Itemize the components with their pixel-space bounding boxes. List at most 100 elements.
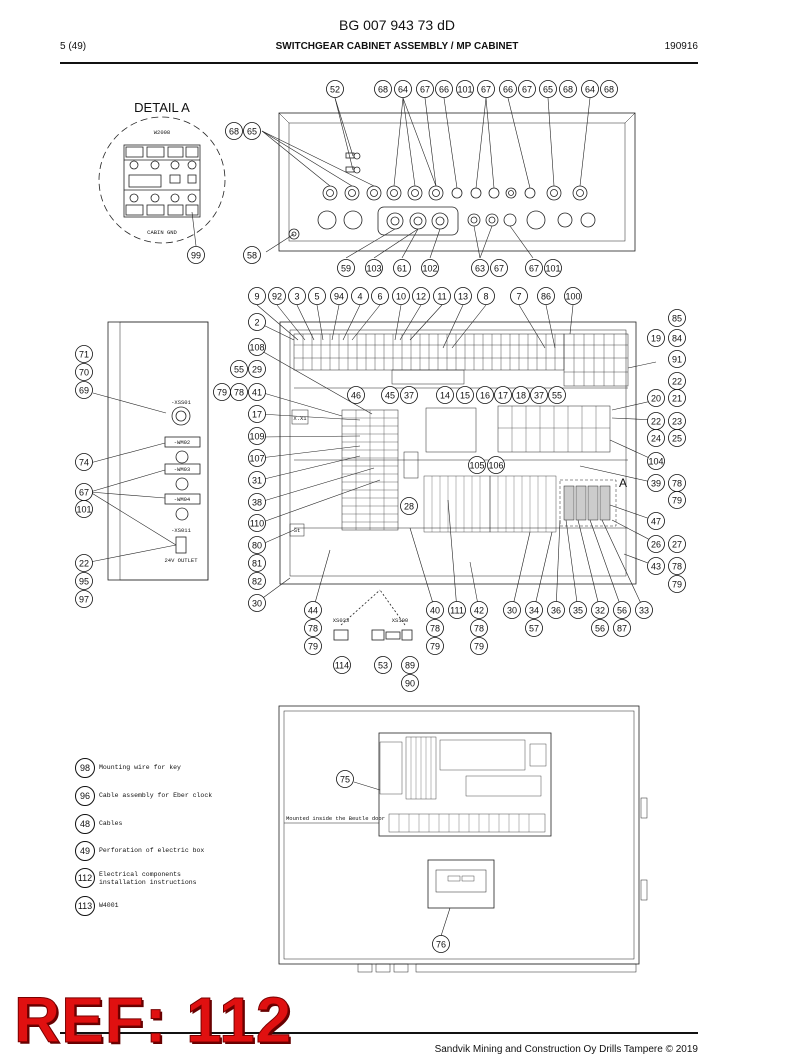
callout-number: 56 [617,606,627,616]
callout-number: 80 [252,541,262,551]
callout-circle [337,259,355,277]
callout-64a: 64 [394,80,412,98]
callout-30a: 30 [248,594,266,612]
callout-number: 68 [604,85,614,95]
callout-number: 76 [436,940,446,950]
callout-number: 16 [480,391,490,401]
cable-gland-row [322,185,588,201]
callout-number: 104 [648,457,663,467]
callout-circle [412,287,430,305]
callout-circle [668,557,686,575]
callout-47: 47 [647,512,665,530]
callout-109: 109 [248,427,266,445]
callout-52: 52 [326,80,344,98]
callout-number: 41 [252,388,262,398]
footer-rule [60,1032,698,1034]
callout-100: 100 [564,287,582,305]
callout-circle [668,309,686,327]
callout-number: 78 [234,388,244,398]
callout-2: 2 [248,313,266,331]
callout-number: 43 [651,562,661,572]
callout-78c: 78 [668,557,686,575]
callout-78a: 78 [230,383,248,401]
plug-right-label: XS100 [392,617,409,624]
callout-66b: 66 [499,80,517,98]
callout-number: 85 [672,314,682,324]
callout-number: 97 [79,595,89,605]
callout-number: 101 [76,505,91,515]
callout-circle [75,590,93,608]
callout-37a: 37 [400,386,418,404]
callout-circle [525,601,543,619]
callout-28: 28 [400,497,418,515]
callout-107: 107 [248,449,266,467]
callout-number: 67 [420,85,430,95]
callout-circle [400,386,418,404]
callout-circle [490,259,508,277]
detail-a-title: DETAIL A [134,100,190,115]
callout-circle [468,456,486,474]
callout-86: 86 [537,287,555,305]
callout-circle [230,360,248,378]
callout-circle [326,80,344,98]
callout-number: 92 [272,292,282,302]
callout-number: 68 [378,85,388,95]
callout-circle [456,80,474,98]
callout-number: 3 [294,292,299,302]
callout-number: 17 [252,410,262,420]
box-mounting-note: Mounted inside the Beutle door [286,815,385,822]
callout-22c: 22 [75,554,93,572]
callout-circle [448,601,466,619]
callout-circle [187,246,205,264]
callout-number: 100 [565,292,580,302]
legend-text: Perforation of electric box [99,847,205,854]
callout-89: 89 [401,656,419,674]
door-outlet-label: -XS011 [171,527,192,534]
callout-circle [248,338,266,356]
callout-number: 79 [672,496,682,506]
callout-9: 9 [248,287,266,305]
callout-number: 29 [252,365,262,375]
callout-circle [248,449,266,467]
footer-copyright: Sandvik Mining and Construction Oy Drill… [434,1044,698,1055]
callout-circle [476,386,494,404]
callout-number: 10 [396,292,406,302]
callout-circle [225,122,243,140]
callout-number: 107 [249,454,264,464]
callout-circle [75,453,93,471]
callout-79e: 79 [426,637,444,655]
callout-70: 70 [75,363,93,381]
callout-circle [471,259,489,277]
callout-number: 63 [475,264,485,274]
callout-number: 103 [366,264,381,274]
callout-number: 99 [191,251,201,261]
callout-10: 10 [392,287,410,305]
callout-61: 61 [393,259,411,277]
callout-number: 67 [529,264,539,274]
callout-circle [487,456,505,474]
callout-circle [351,287,369,305]
callout-41: 41 [248,383,266,401]
callout-number: 66 [439,85,449,95]
callout-number: 15 [460,391,470,401]
callout-circle [456,386,474,404]
callout-44: 44 [304,601,322,619]
callout-number: 78 [474,624,484,634]
callout-circle [600,80,618,98]
callout-circle [510,287,528,305]
callout-circle [75,381,93,399]
callout-circle [647,512,665,530]
callout-circle [512,386,530,404]
callout-circle [75,500,93,518]
callout-87: 87 [613,619,631,637]
callout-number: 75 [340,775,350,785]
callout-circle [436,386,454,404]
callout-number: 78 [308,624,318,634]
callout-number: 78 [430,624,440,634]
callout-11: 11 [433,287,451,305]
callout-number: 34 [529,606,539,616]
callout-65b: 65 [243,122,261,140]
callout-21: 21 [668,389,686,407]
callout-circle [243,122,261,140]
callout-number: 31 [252,476,262,486]
